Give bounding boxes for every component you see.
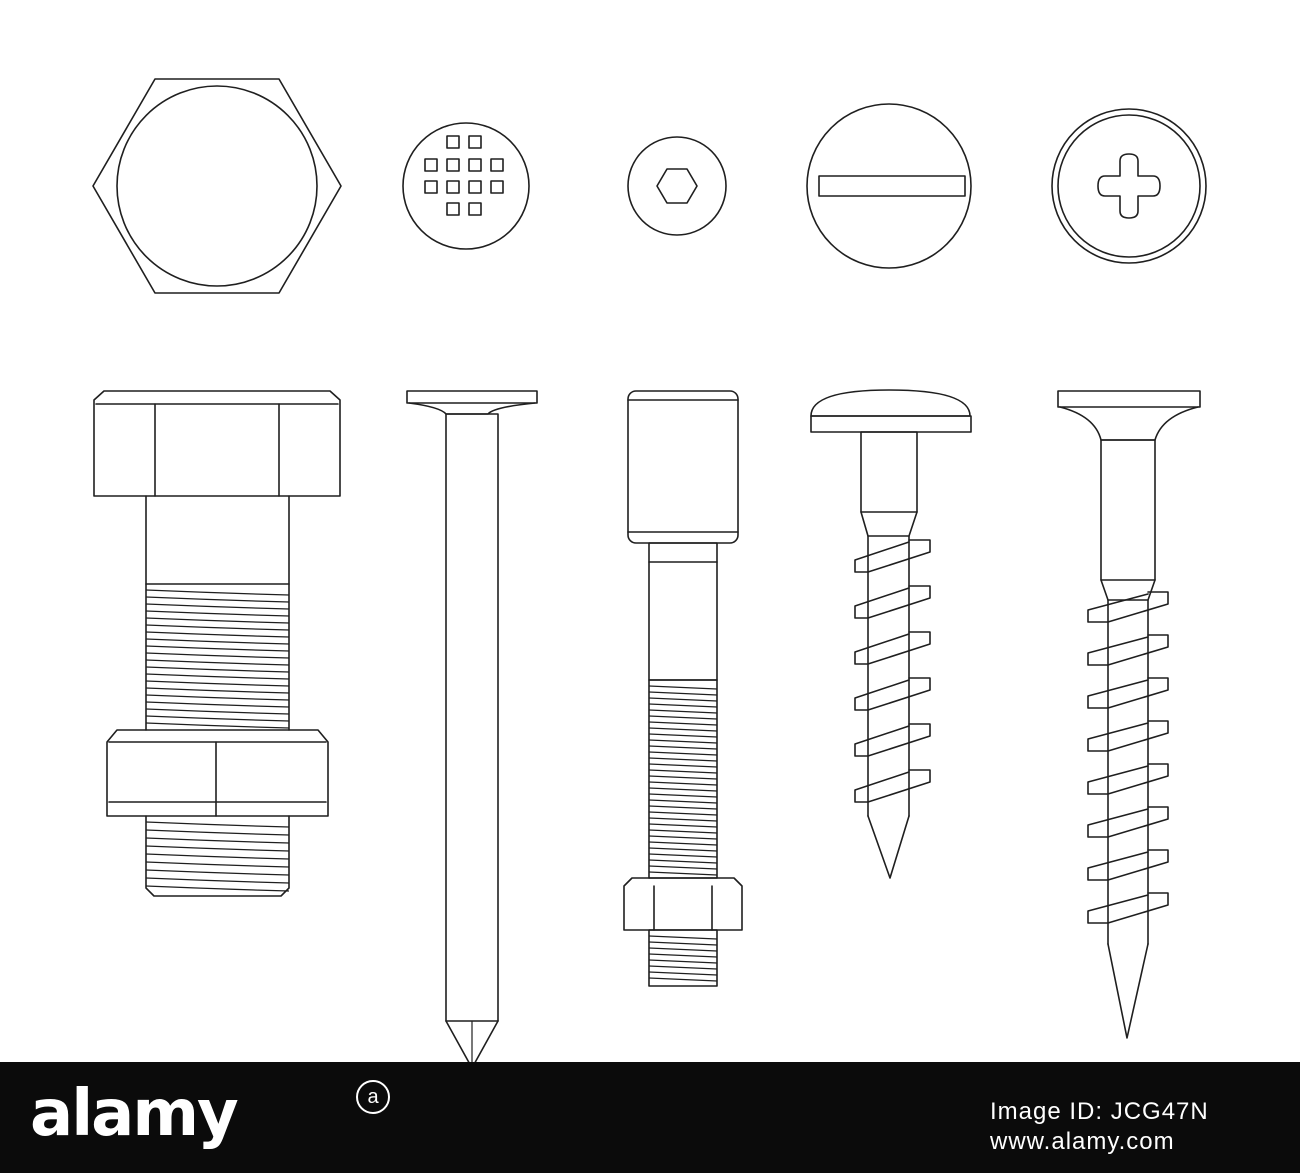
countersunk-wood-screw-icon (1057, 390, 1201, 1039)
nail-icon (406, 390, 538, 1062)
fasteners-illustration (92, 78, 1207, 1062)
truss-head-screw-icon (810, 389, 972, 879)
image-id-label: Image ID: JCG47N (990, 1098, 1209, 1125)
socket-cap-bolt-with-nut-icon (623, 390, 743, 987)
hex-socket-head-icon (627, 136, 727, 236)
hex-bolt-with-nut-icon (93, 390, 341, 897)
hex-bolt-head-icon (92, 78, 342, 294)
brand-mark-icon: a (356, 1080, 390, 1114)
footer-bar: alamy a Image ID: JCG47N www.alamy.com (0, 1062, 1300, 1173)
slotted-screw-head-icon (806, 103, 972, 269)
phillips-screw-head-icon (1051, 108, 1207, 264)
brand-logo[interactable]: alamy (30, 1077, 239, 1151)
website-url[interactable]: www.alamy.com (990, 1128, 1175, 1155)
grid-pattern-head-icon (402, 122, 530, 250)
